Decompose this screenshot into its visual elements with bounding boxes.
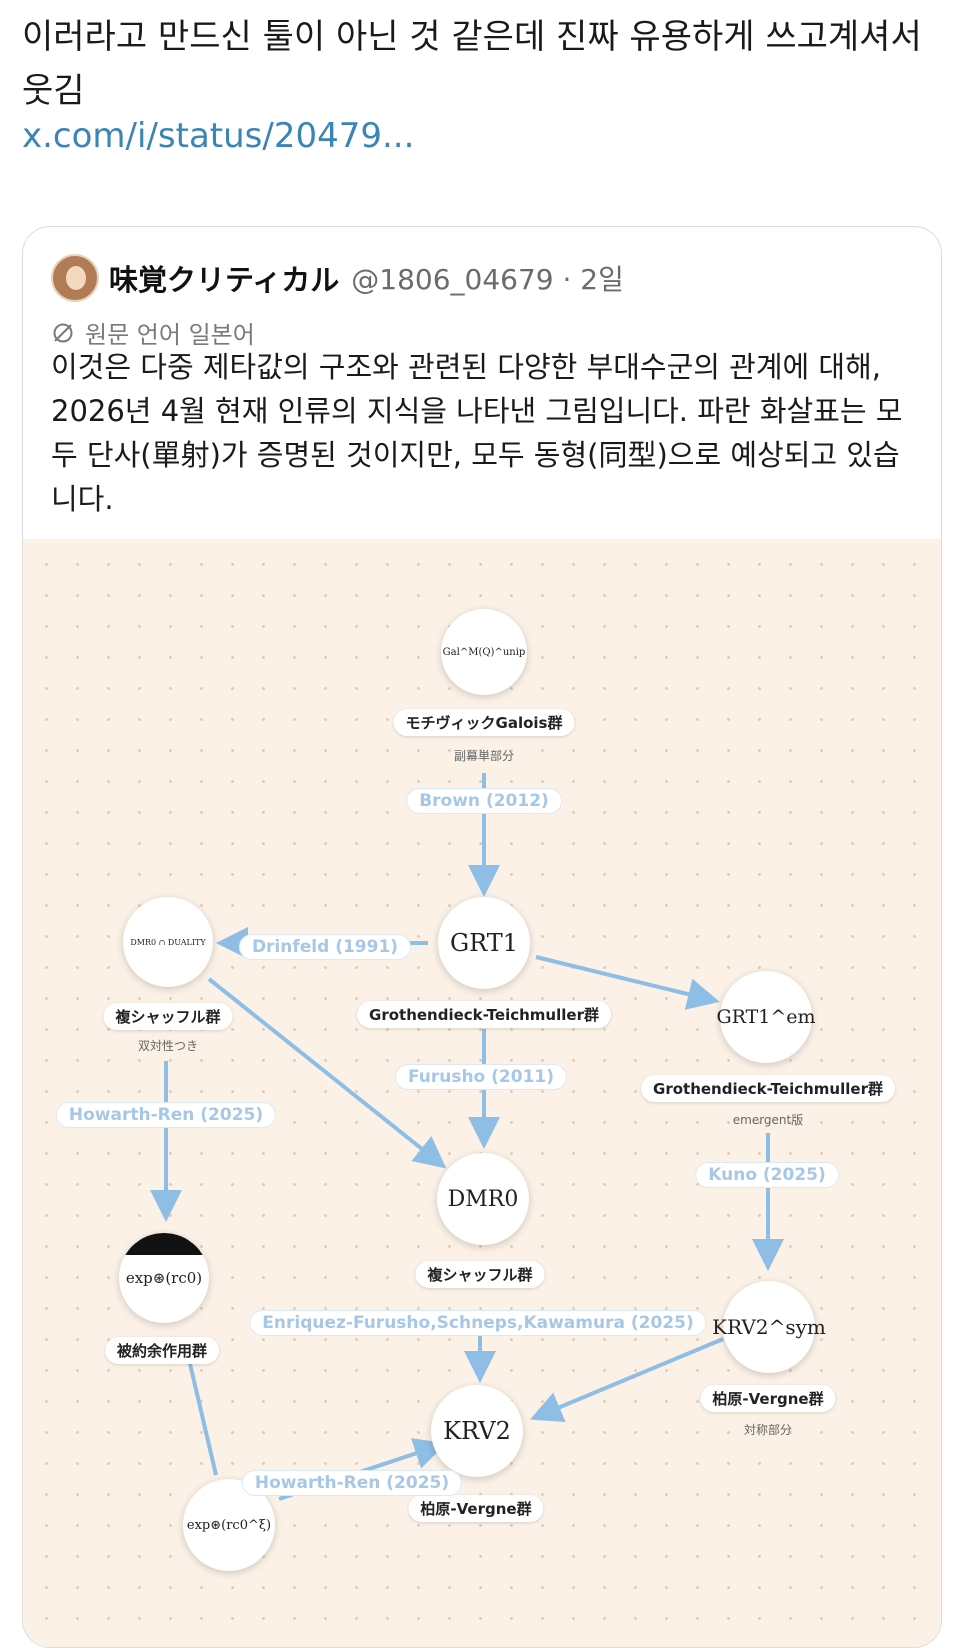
node-grtem: GRT1^em [716, 971, 816, 1063]
label-krv-sym: 柏原-Vergne群 [700, 1385, 836, 1412]
arrow-krvsym-krv2 [529, 1337, 724, 1423]
node-exp-left: exp⊛(rc0) [119, 1233, 209, 1323]
cite-kuno: Kuno (2025) [695, 1162, 839, 1188]
label-grt1: Grothendieck-Teichmuller群 [357, 1001, 611, 1028]
arrow-duality-dmr0 [207, 977, 447, 1169]
node-exp-left-cap [119, 1233, 209, 1255]
node-krv2: KRV2 [431, 1385, 523, 1477]
label-exp-left: 被約余作用群 [104, 1337, 220, 1364]
cite-howarth-ren-left: Howarth-Ren (2025) [55, 1102, 277, 1128]
node-krv-sym: KRV2^sym [712, 1281, 826, 1373]
diagram-image[interactable]: Gal^M(Q)^unip モチヴィックGalois群 副幕単部分 GRT1 G… [23, 539, 941, 1647]
node-dmr0: DMR0 [437, 1153, 529, 1245]
author-handle: @1806_04679 · 2일 [351, 263, 624, 296]
quote-body: 이것은 다중 제타값의 구조와 관련된 다양한 부대수군의 관계에 대해, 20… [51, 350, 903, 516]
avatar[interactable] [51, 254, 99, 302]
status-link[interactable]: x.com/i/status/20479... [22, 116, 415, 156]
label-grtem: Grothendieck-Teichmuller群 [641, 1075, 895, 1102]
cite-brown: Brown (2012) [406, 788, 562, 814]
node-exp-bottom: exp⊛(rc0^ξ) [183, 1479, 275, 1571]
cite-efsk: Enriquez-Furusho,Schneps,Kawamura (2025) [249, 1310, 707, 1336]
label-dmr0: 複シャッフル群 [415, 1261, 545, 1288]
sub-gal: 副幕単部分 [453, 749, 515, 763]
node-grt1: GRT1 [438, 897, 530, 989]
label-krv2: 柏原-Vergne群 [408, 1495, 544, 1522]
translate-row[interactable]: 원문 언어 일본어 [51, 315, 255, 350]
sub-grtem: emergent版 [732, 1113, 804, 1127]
quoted-tweet-card[interactable]: 味覚クリティカル @1806_04679 · 2일 원문 언어 일본어 이것은 … [22, 226, 942, 1648]
author-name[interactable]: 味覚クリティカル [109, 263, 340, 297]
arrow-grt1-grtem [535, 955, 720, 1010]
translate-label: 원문 언어 일본어 [85, 321, 255, 349]
quoted-tweet-header: 味覚クリティカル @1806_04679 · 2일 [51, 253, 624, 303]
sub-dmr-duality: 双対性つき [137, 1039, 199, 1053]
cite-furusho: Furusho (2011) [394, 1064, 568, 1090]
label-dmr-duality: 複シャッフル群 [103, 1003, 233, 1030]
label-gal: モチヴィックGalois群 [393, 709, 575, 736]
translate-icon [53, 323, 73, 342]
node-exp-left-symbol: exp⊛(rc0) [125, 1269, 203, 1287]
line-exp-left-bottom [185, 1350, 218, 1476]
cite-howarth-ren-bottom: Howarth-Ren (2025) [241, 1470, 463, 1496]
sub-krv-sym: 対称部分 [743, 1423, 793, 1437]
cite-drinfeld: Drinfeld (1991) [238, 934, 412, 960]
post-text: 이러라고 만드신 툴이 아닌 것 같은데 진짜 유용하게 쓰고계셔서 웃김 [22, 17, 922, 111]
node-dmr-duality: DMR0 ∩ DUALITY [123, 897, 213, 987]
node-gal: Gal^M(Q)^unip [441, 609, 527, 695]
